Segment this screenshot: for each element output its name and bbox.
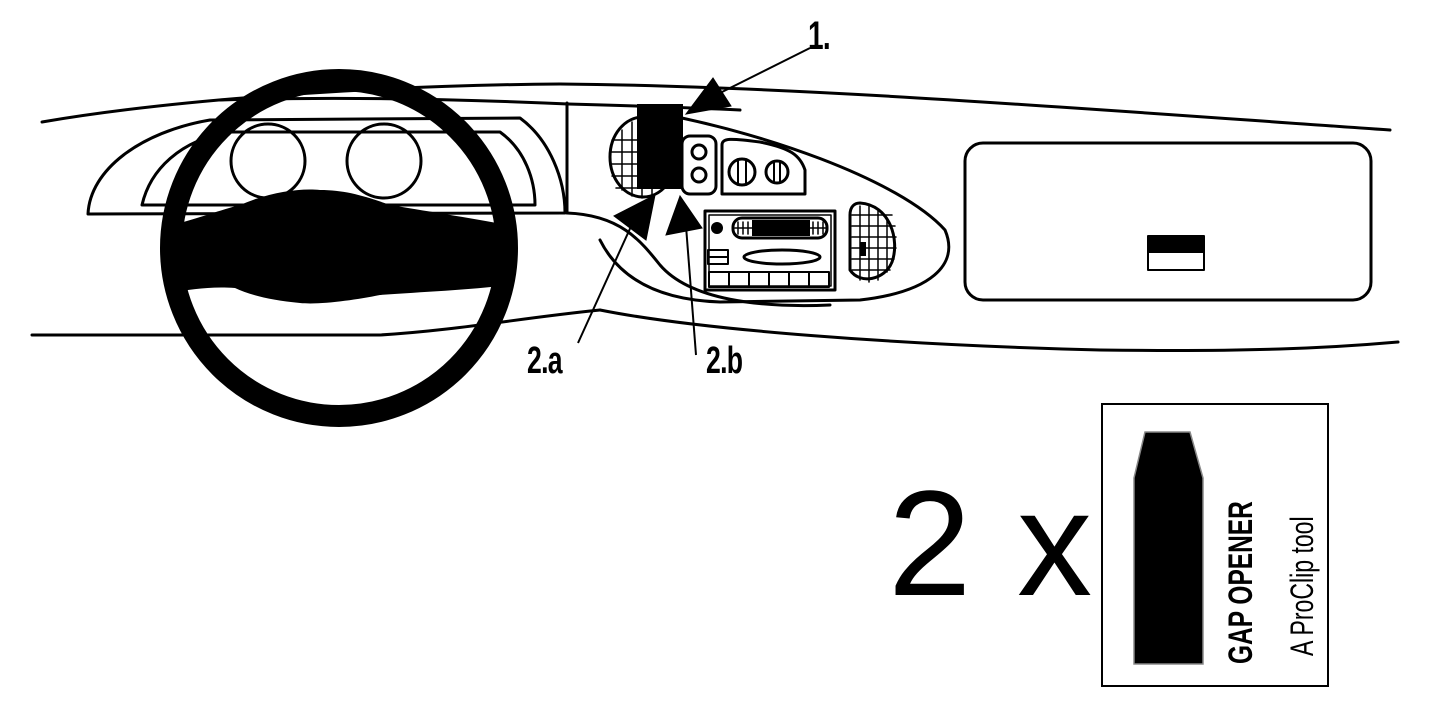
callout-step-1: 1. [808,14,831,58]
arrow-1 [684,47,811,115]
mount-block [637,104,683,189]
quantity-label: 2 x [888,459,1095,627]
vent-right [848,201,897,281]
climate-knob-left [727,157,757,187]
callout-step-2b: 2.b [706,340,743,382]
arrow-2a [577,194,656,344]
gauge-right [345,122,423,200]
callout-step-2a: 2.a [527,340,563,382]
arrow-2b [665,194,703,356]
climate-panel [720,137,807,196]
climate-knob-right [764,159,790,185]
steering-wheel [160,69,518,427]
glovebox [963,141,1373,302]
radio-unit [703,209,837,292]
tool-title: GAP OPENER [1222,501,1260,664]
tool-subtitle: A ProClip tool [1284,516,1320,656]
instrument-hood [86,116,567,216]
center-console [598,108,951,304]
